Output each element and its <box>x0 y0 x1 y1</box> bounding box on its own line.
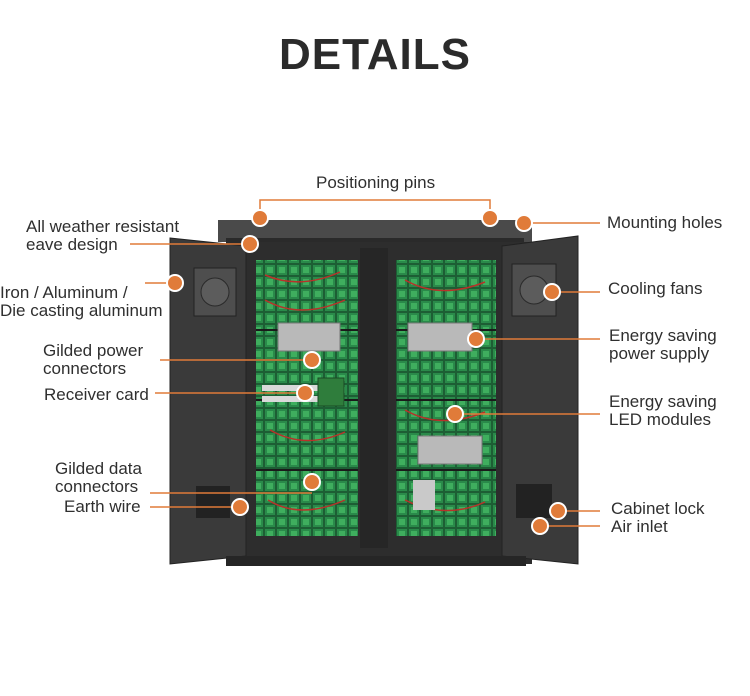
marker-positioning-pin-right <box>481 209 499 227</box>
marker-mounting-holes <box>515 214 533 232</box>
label-positioning-pins: Positioning pins <box>316 173 436 192</box>
marker-eave <box>241 235 259 253</box>
marker-receiver-card <box>296 384 314 402</box>
label-power-connectors: Gilded power connectors <box>43 341 144 378</box>
marker-air-inlet <box>531 517 549 535</box>
callout-line-positioning-pins <box>259 199 491 215</box>
marker-power-supply <box>467 330 485 348</box>
marker-cabinet-lock <box>549 502 567 520</box>
power-supply-right-top <box>407 322 473 352</box>
page-title: DETAILS <box>279 30 471 79</box>
marker-frame <box>166 274 184 292</box>
marker-earth-wire <box>231 498 249 516</box>
label-cooling-fans: Cooling fans <box>608 279 703 298</box>
label-receiver-card: Receiver card <box>44 385 149 404</box>
label-power-supply: Energy saving power supply <box>609 326 717 363</box>
label-earth-wire: Earth wire <box>64 497 141 516</box>
label-cabinet-lock: Cabinet lock <box>611 499 705 518</box>
power-supply-right-bottom <box>417 435 483 465</box>
marker-positioning-pin-left <box>251 209 269 227</box>
marker-data-connectors <box>303 473 321 491</box>
cabinet-door-right <box>501 235 579 565</box>
marker-cooling-fans <box>543 283 561 301</box>
label-frame-material: Iron / Aluminum / Die casting aluminum <box>0 283 163 320</box>
label-led-modules: Energy saving LED modules <box>609 392 717 429</box>
receiver-card-board <box>317 377 345 407</box>
label-mounting-holes: Mounting holes <box>607 213 723 232</box>
led-module-panel-right <box>396 260 496 536</box>
marker-led-modules <box>446 405 464 423</box>
marker-power-connectors <box>303 351 321 369</box>
label-eave-design: All weather resistant eave design <box>26 217 180 254</box>
cabinet-top-eave <box>218 220 532 242</box>
label-data-connectors: Gilded data connectors <box>55 459 142 496</box>
power-supply-left <box>277 322 341 352</box>
label-air-inlet: Air inlet <box>611 517 668 536</box>
